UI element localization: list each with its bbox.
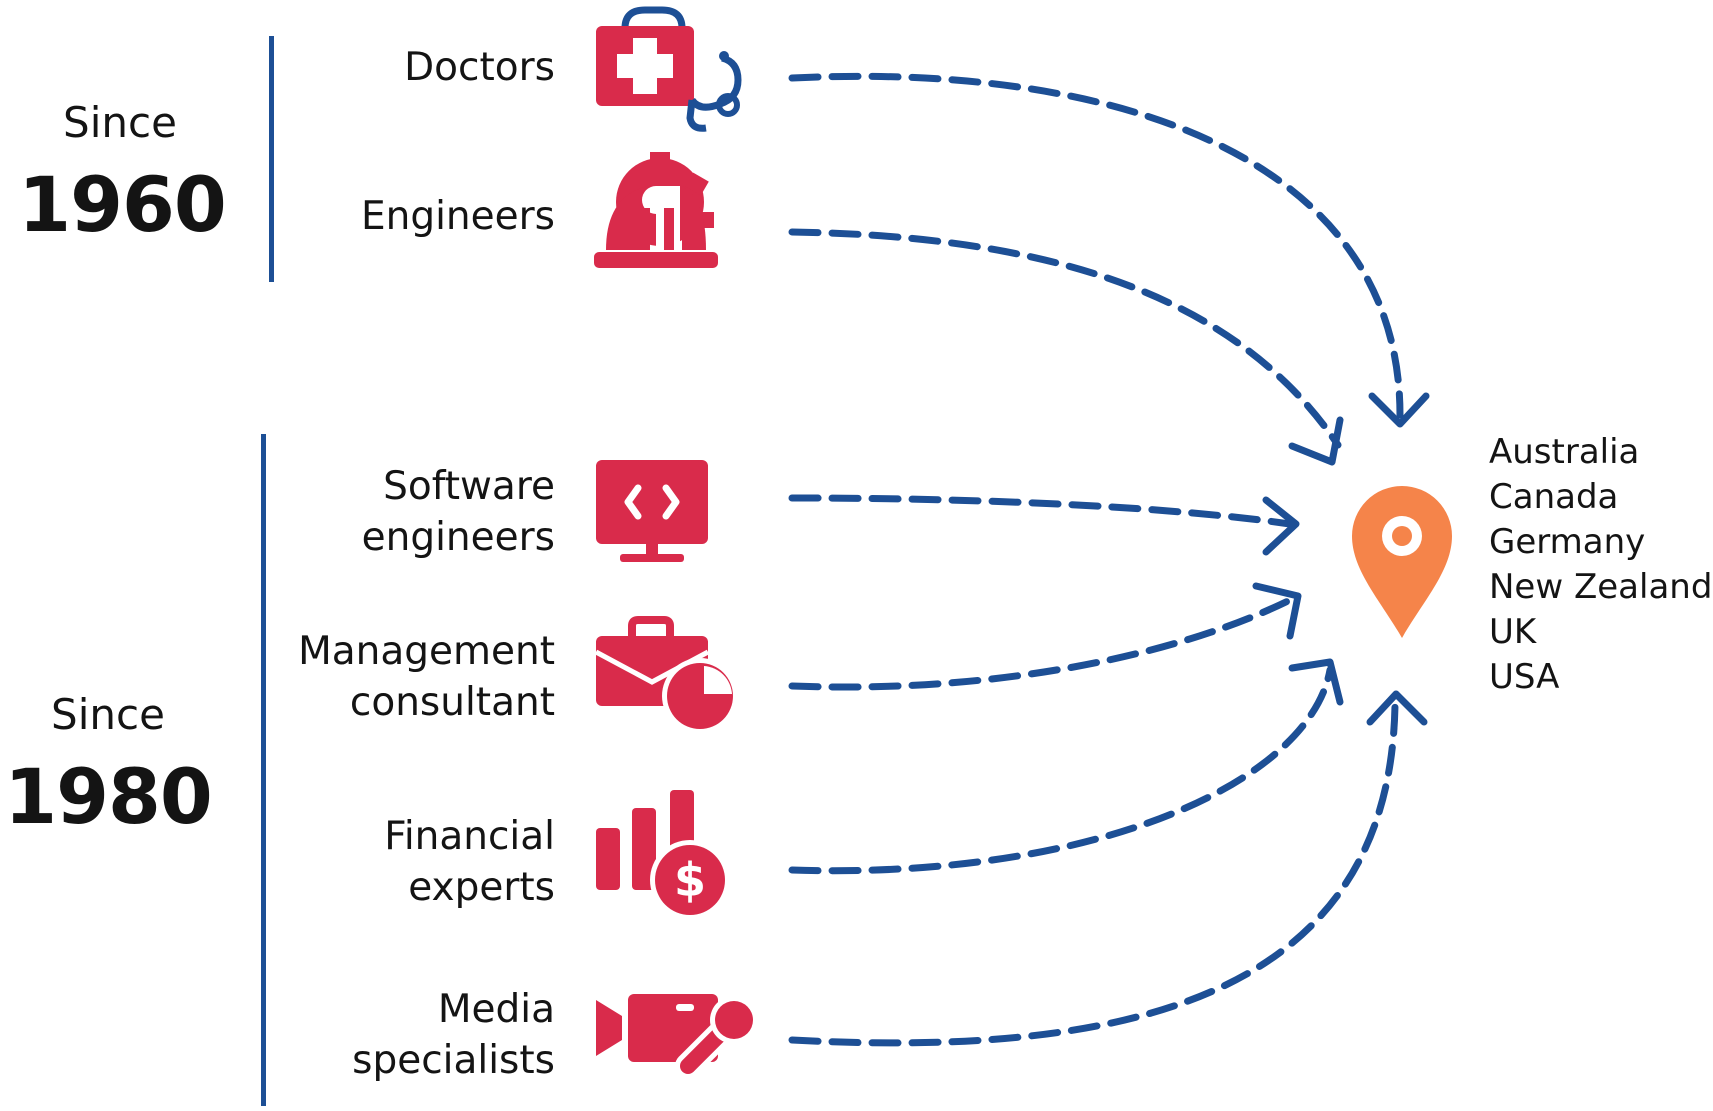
- svg-text:$: $: [674, 853, 706, 907]
- era-1980-divider: [261, 434, 266, 1106]
- arrowhead-management-consultant: [1252, 582, 1302, 640]
- location-pin-icon: [1352, 486, 1452, 638]
- profession-label-line: specialists: [352, 1038, 555, 1083]
- profession-label-line: Management: [298, 629, 555, 674]
- destination-item: USA: [1489, 657, 1560, 697]
- era-1980-year: 1980: [4, 752, 213, 841]
- destination-item: UK: [1489, 612, 1537, 652]
- destination-item: Germany: [1489, 522, 1646, 562]
- profession-label-engineers: Engineers: [135, 191, 555, 242]
- profession-label-line: Doctors: [404, 45, 555, 90]
- bar-chart-dollar-icon: $: [596, 790, 730, 920]
- profession-label-doctors: Doctors: [135, 42, 555, 93]
- arrowhead-software-engineers: [1262, 496, 1300, 556]
- profession-label-line: engineers: [361, 515, 555, 560]
- arrowhead-engineers: [1288, 416, 1344, 466]
- arrow-software-engineers: [788, 494, 1294, 528]
- arrow-doctors: [788, 72, 1404, 419]
- code-monitor-icon: [596, 460, 708, 562]
- hardhat-gear-icon: [594, 152, 718, 268]
- profession-label-line: consultant: [349, 680, 555, 725]
- destination-list: Australia Canada Germany New Zealand UK …: [1489, 430, 1712, 700]
- arrow-management-consultant: [788, 596, 1294, 691]
- arrow-engineers: [788, 228, 1342, 449]
- profession-label-management-consultant: Management consultant: [135, 626, 555, 728]
- profession-label-line: Engineers: [360, 194, 555, 239]
- arrow-media-specialists: [788, 701, 1399, 1047]
- profession-label-software-engineers: Software engineers: [135, 461, 555, 563]
- video-camera-microphone-icon: [596, 994, 758, 1079]
- flow-arrows: [788, 72, 1404, 1047]
- destination-item: Canada: [1489, 477, 1619, 517]
- arrow-financial-experts: [788, 666, 1334, 875]
- destination-item: Australia: [1489, 432, 1640, 472]
- profession-label-media-specialists: Media specialists: [135, 984, 555, 1086]
- profession-label-financial-experts: Financial experts: [135, 811, 555, 913]
- arrowhead-media-specialists: [1366, 690, 1428, 726]
- arrowhead-financial-experts: [1288, 658, 1344, 706]
- profession-label-line: Media: [437, 987, 555, 1032]
- briefcase-pie-chart-icon: [594, 616, 738, 734]
- flow-arrowheads: [1252, 392, 1430, 726]
- profession-label-line: Financial: [384, 814, 555, 859]
- arrowhead-doctors: [1368, 392, 1430, 428]
- medical-kit-stethoscope-icon: [596, 6, 742, 132]
- era-1960-divider: [269, 36, 274, 282]
- profession-label-line: Software: [383, 464, 555, 509]
- destination-item: New Zealand: [1489, 567, 1713, 607]
- profession-label-line: experts: [408, 865, 555, 910]
- era-1960-since-label: Since: [63, 98, 177, 147]
- era-1980-since-label: Since: [51, 690, 165, 739]
- era-1960-year: 1960: [18, 160, 227, 249]
